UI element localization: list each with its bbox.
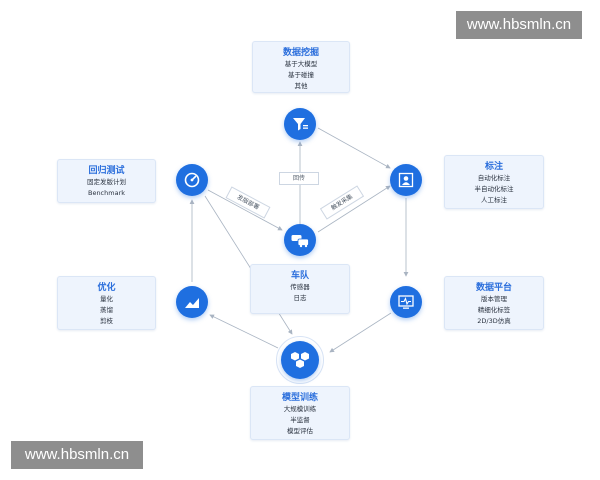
card-title: 数据挖掘 <box>282 48 319 58</box>
edge-regression-to-fleet <box>207 189 283 231</box>
card-item: 版本管理 <box>481 295 507 303</box>
card-item: 剪枝 <box>100 317 113 325</box>
card-item: 模型评估 <box>287 427 313 435</box>
person-frame-icon <box>398 172 414 188</box>
chart-up-icon <box>185 298 199 308</box>
card-item: 日志 <box>293 294 307 302</box>
card-optimization: 优化 量化 蒸馏 剪枝 <box>57 276 156 330</box>
edge-label-backhaul: 回传 <box>279 172 319 185</box>
card-item: 传感器 <box>290 283 310 291</box>
card-labeling: 标注 自动化标注 半自动化标注 人工标注 <box>444 155 544 209</box>
card-item: 蒸馏 <box>100 306 113 314</box>
card-item: 半监督 <box>290 416 310 424</box>
card-model-training: 模型训练 大规模训练 半监督 模型评估 <box>250 386 350 440</box>
card-title: 优化 <box>97 283 116 293</box>
gauge-icon <box>184 172 200 188</box>
card-fleet: 车队 传感器 日志 <box>250 264 350 314</box>
card-item: 2D/3D仿真 <box>477 317 511 325</box>
monitor-pulse-icon <box>398 295 414 309</box>
card-item: 量化 <box>100 295 113 303</box>
card-item: 大规模训练 <box>283 405 317 413</box>
node-data-platform <box>390 286 422 318</box>
node-regression-test <box>176 164 208 196</box>
watermark-top: www.hbsmln.cn <box>456 11 582 39</box>
node-optimization <box>176 286 208 318</box>
card-title: 车队 <box>290 271 309 281</box>
card-item: 精细化标签 <box>477 306 511 314</box>
node-data-mining <box>284 108 316 140</box>
card-item: 半自动化标注 <box>474 185 514 193</box>
cars-icon <box>291 235 309 248</box>
node-labeling <box>390 164 422 196</box>
node-fleet <box>284 224 316 256</box>
node-model-training <box>281 341 319 379</box>
card-item: 固定发版计划 <box>87 178 126 186</box>
card-item: 基于碰撞 <box>288 71 314 79</box>
edge-mining-to-labeling <box>317 127 391 169</box>
card-data-platform: 数据平台 版本管理 精细化标签 2D/3D仿真 <box>444 276 544 330</box>
card-item: 其他 <box>294 82 308 90</box>
edge-training-to-optimization <box>209 314 279 349</box>
card-item: 自动化标注 <box>477 174 511 182</box>
card-title: 数据平台 <box>475 283 512 293</box>
card-title: 回归测试 <box>88 166 125 176</box>
card-data-mining: 数据挖掘 基于大模型 基于碰撞 其他 <box>252 41 350 93</box>
edge-fleet-to-labeling <box>317 185 391 233</box>
card-item: Benchmark <box>87 189 126 197</box>
funnel-icon <box>293 118 308 131</box>
card-title: 标注 <box>484 162 503 172</box>
edge-platform-to-training <box>329 312 392 353</box>
card-item: 基于大模型 <box>284 60 318 68</box>
cubes-icon <box>291 352 309 368</box>
card-regression-test: 回归测试 固定发版计划 Benchmark <box>57 159 156 203</box>
card-title: 模型训练 <box>281 393 318 403</box>
card-item: 人工标注 <box>481 196 507 204</box>
watermark-bottom: www.hbsmln.cn <box>11 441 143 469</box>
